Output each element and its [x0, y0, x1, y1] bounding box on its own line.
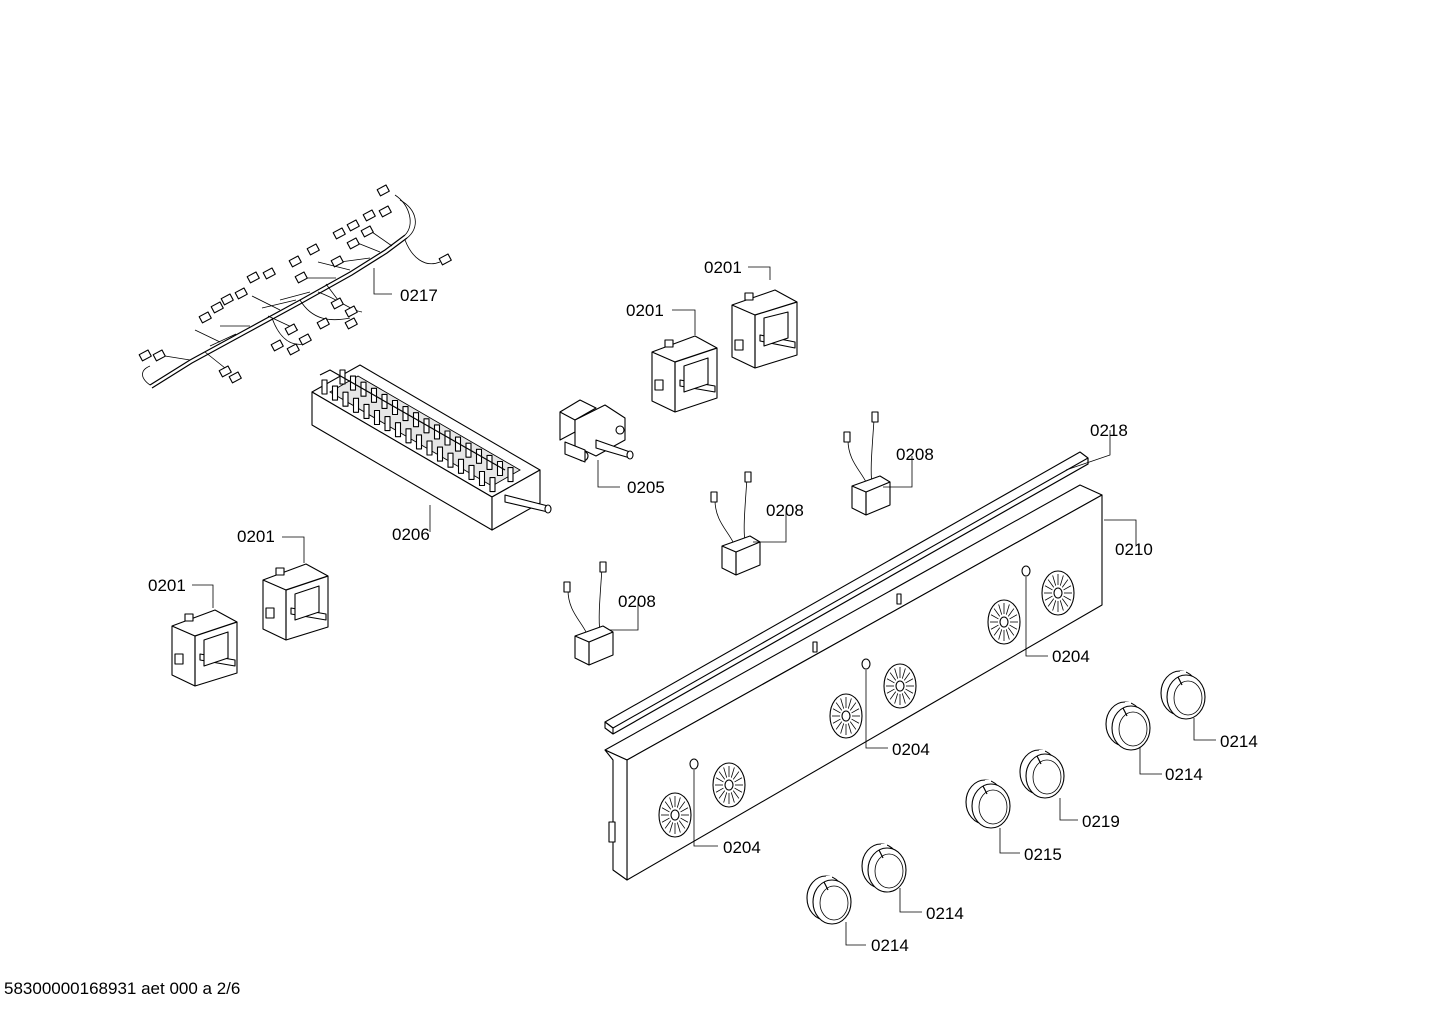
knob	[806, 875, 852, 925]
callout-0206: 0206	[392, 525, 430, 544]
gas-valve	[559, 399, 634, 463]
callout-0208-c: 0208	[618, 592, 656, 611]
callout-0219: 0219	[1082, 812, 1120, 831]
callout-0214-a: 0214	[1220, 732, 1258, 751]
dial-marking	[658, 792, 692, 838]
callout-0217: 0217	[400, 286, 438, 305]
wired-switch-3	[563, 561, 614, 666]
knob	[1160, 670, 1206, 720]
energy-regulator-4	[171, 609, 238, 687]
selector-switch-block	[311, 364, 552, 531]
wiring-harness	[138, 184, 452, 389]
callout-0218: 0218	[1090, 421, 1128, 440]
trim-strip	[604, 451, 1089, 735]
callout-0208-a: 0208	[896, 445, 934, 464]
energy-regulator-2	[651, 335, 718, 413]
knob	[861, 843, 907, 893]
dial-marking	[883, 663, 917, 709]
callout-0201-a: 0201	[704, 258, 742, 277]
dial-marking	[1041, 570, 1075, 616]
knob	[1105, 701, 1151, 751]
callout-0204-c: 0204	[723, 838, 761, 857]
callout-0208-b: 0208	[766, 501, 804, 520]
callout-labels: 0217 0201 0201 0205 0206 0201 0201 0218 …	[148, 258, 1258, 955]
wired-switch-1	[843, 411, 891, 516]
dial-marking	[987, 599, 1021, 645]
dial-marking	[829, 693, 863, 739]
knob	[965, 779, 1011, 829]
callout-0214-d: 0214	[871, 936, 909, 955]
callout-0201-d: 0201	[148, 576, 186, 595]
callout-0210: 0210	[1115, 540, 1153, 559]
callout-0214-c: 0214	[926, 904, 964, 923]
drawing-reference-code: 58300000168931 aet 000 a 2/6	[4, 979, 241, 998]
callout-0204-a: 0204	[1052, 647, 1090, 666]
energy-regulator-3	[262, 563, 329, 641]
leader-lines	[192, 266, 1216, 946]
callout-0205: 0205	[627, 478, 665, 497]
callout-0204-b: 0204	[892, 740, 930, 759]
control-panel	[604, 484, 1103, 881]
dial-marking	[712, 762, 746, 808]
callout-0201-c: 0201	[237, 527, 275, 546]
callout-0201-b: 0201	[626, 301, 664, 320]
callout-0214-b: 0214	[1165, 765, 1203, 784]
knob	[1019, 749, 1065, 799]
energy-regulator-1	[731, 289, 798, 369]
panel-dials	[658, 570, 1075, 838]
callout-0215: 0215	[1024, 845, 1062, 864]
control-knobs	[806, 670, 1206, 925]
wired-switch-2	[710, 471, 761, 576]
